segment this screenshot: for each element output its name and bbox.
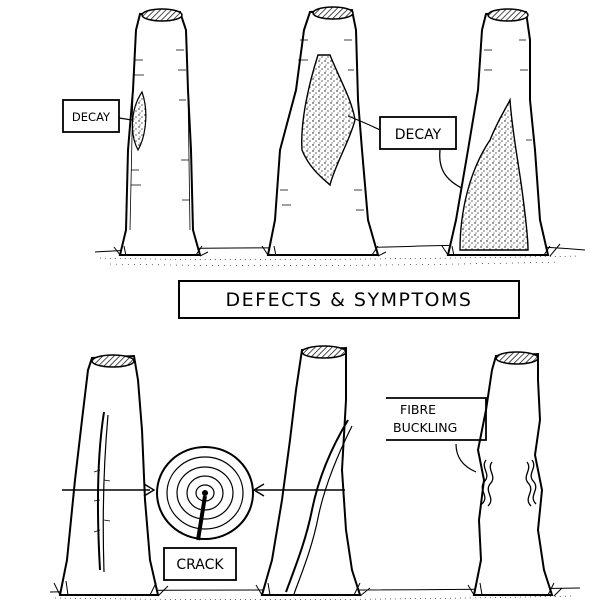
title-box: DEFECTS & SYMPTOMS <box>179 281 519 318</box>
cut-stump-top-icon <box>496 352 538 364</box>
label-decay-left: DECAY <box>63 100 132 132</box>
label-decay-middle: DECAY <box>348 116 472 194</box>
tree-decay-small <box>114 9 208 256</box>
tree-fibre-buckling <box>468 352 562 596</box>
tree-decay-large <box>442 9 560 256</box>
label-fibre-buckling: FIBRE BUCKLING <box>386 398 486 472</box>
crack-text: CRACK <box>176 557 224 573</box>
tree-spiral-crack <box>254 346 370 596</box>
cut-stump-top-icon <box>92 355 134 367</box>
decay-middle-text: DECAY <box>395 127 442 143</box>
fibre-line1-text: FIBRE <box>400 402 436 417</box>
cut-stump-top-icon <box>313 7 353 19</box>
tree-decay-medium <box>262 7 386 256</box>
cut-stump-top-icon <box>488 9 528 21</box>
cut-stump-top-icon <box>302 346 346 358</box>
label-crack: CRACK <box>164 548 236 580</box>
fibre-line2-text: BUCKLING <box>393 420 457 435</box>
trunk-cross-section <box>157 447 253 540</box>
title-text: DEFECTS & SYMPTOMS <box>226 289 473 311</box>
cut-stump-top-icon <box>142 9 182 21</box>
decay-left-text: DECAY <box>72 110 111 124</box>
tree-crack <box>54 355 168 596</box>
